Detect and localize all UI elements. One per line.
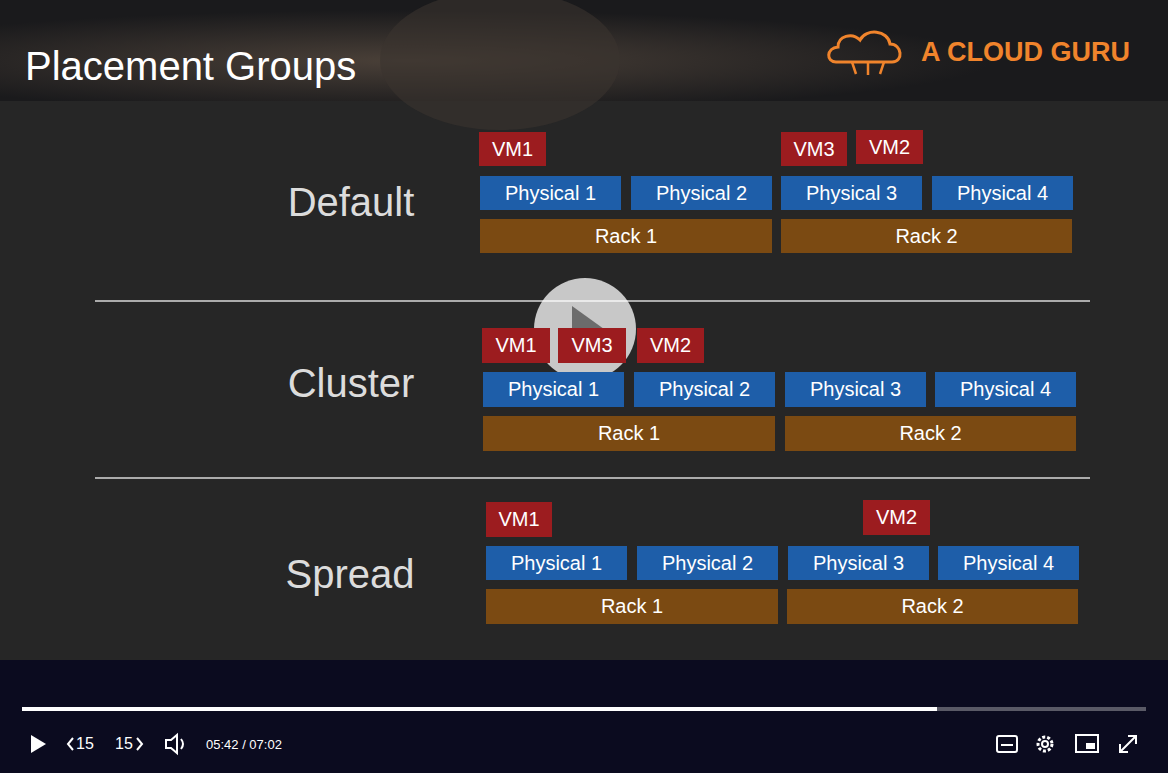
physical-host-box: Physical 2 — [634, 372, 775, 407]
row-label: Spread — [286, 552, 415, 597]
blurred-presenter — [380, 0, 620, 130]
box-text: Physical 1 — [508, 378, 599, 401]
physical-host-box: Physical 2 — [631, 176, 772, 210]
slide-title: Placement Groups — [25, 44, 356, 89]
box-text: VM3 — [571, 334, 612, 357]
box-text: Rack 2 — [901, 595, 963, 618]
vm-box: VM1 — [486, 502, 552, 537]
box-text: Physical 4 — [957, 182, 1048, 205]
progress-track — [22, 707, 1146, 711]
divider-line — [95, 477, 1090, 479]
skip-forward-seconds: 15 — [115, 735, 133, 753]
pip-icon — [1086, 743, 1095, 749]
box-text: Rack 2 — [895, 225, 957, 248]
box-text: VM2 — [876, 506, 917, 529]
vm-box: VM2 — [637, 328, 704, 363]
pip-icon — [1076, 735, 1098, 752]
box-text: Physical 2 — [659, 378, 750, 401]
row-label: Cluster — [288, 361, 415, 406]
rewind-chevron — [68, 738, 73, 750]
box-text: Physical 1 — [511, 552, 602, 575]
vm-box: VM1 — [479, 132, 546, 166]
physical-host-box: Physical 1 — [483, 372, 624, 407]
fullscreen-icon — [1120, 736, 1136, 752]
skip-back-seconds: 15 — [76, 735, 94, 753]
rack-box: Rack 1 — [480, 219, 772, 253]
rack-box: Rack 2 — [787, 589, 1078, 624]
box-text: Physical 4 — [963, 552, 1054, 575]
settings-icon — [1038, 737, 1052, 751]
vm-box: VM3 — [781, 132, 847, 166]
physical-host-box: Physical 2 — [637, 546, 778, 580]
box-text: Rack 1 — [598, 422, 660, 445]
captions-icon — [997, 736, 1017, 752]
box-text: VM2 — [869, 136, 910, 159]
box-text: Physical 3 — [813, 552, 904, 575]
box-text: VM1 — [492, 138, 533, 161]
box-text: VM1 — [498, 508, 539, 531]
rack-box: Rack 2 — [781, 219, 1072, 253]
cloud-logo — [829, 32, 900, 62]
captions-icon — [1001, 744, 1013, 746]
forward-chevron — [137, 738, 142, 750]
box-text: Physical 3 — [810, 378, 901, 401]
volume-icon — [166, 735, 177, 753]
row-label: Default — [288, 180, 415, 225]
physical-host-box: Physical 1 — [486, 546, 627, 580]
vm-box: VM3 — [558, 328, 626, 363]
physical-host-box: Physical 4 — [938, 546, 1079, 580]
box-text: Physical 4 — [960, 378, 1051, 401]
rack-box: Rack 2 — [785, 416, 1076, 451]
progress-fill — [22, 707, 937, 711]
physical-host-box: Physical 4 — [932, 176, 1073, 210]
play-icon — [31, 735, 46, 753]
vm-box: VM2 — [863, 500, 930, 535]
physical-host-box: Physical 4 — [935, 372, 1076, 407]
settings-icon — [1042, 741, 1048, 747]
box-text: Rack 1 — [595, 225, 657, 248]
box-text: Physical 3 — [806, 182, 897, 205]
rack-box: Rack 1 — [486, 589, 778, 624]
box-text: Physical 2 — [656, 182, 747, 205]
vm-box: VM2 — [856, 130, 923, 164]
box-text: VM2 — [650, 334, 691, 357]
box-text: Physical 1 — [505, 182, 596, 205]
physical-host-box: Physical 3 — [785, 372, 926, 407]
brand-logo-text: A CLOUD GURU — [921, 37, 1130, 68]
physical-host-box: Physical 1 — [480, 176, 621, 210]
box-text: Rack 2 — [899, 422, 961, 445]
cloud-logo-lines — [852, 62, 884, 75]
physical-host-box: Physical 3 — [788, 546, 929, 580]
volume-wave — [181, 739, 183, 749]
box-text: Physical 2 — [662, 552, 753, 575]
control-bar — [0, 660, 1168, 773]
vm-box: VM1 — [482, 328, 550, 363]
box-text: VM3 — [793, 138, 834, 161]
box-text: Rack 1 — [601, 595, 663, 618]
physical-host-box: Physical 3 — [781, 176, 922, 210]
rack-box: Rack 1 — [483, 416, 775, 451]
box-text: VM1 — [495, 334, 536, 357]
time-display: 05:42 / 07:02 — [206, 737, 282, 752]
